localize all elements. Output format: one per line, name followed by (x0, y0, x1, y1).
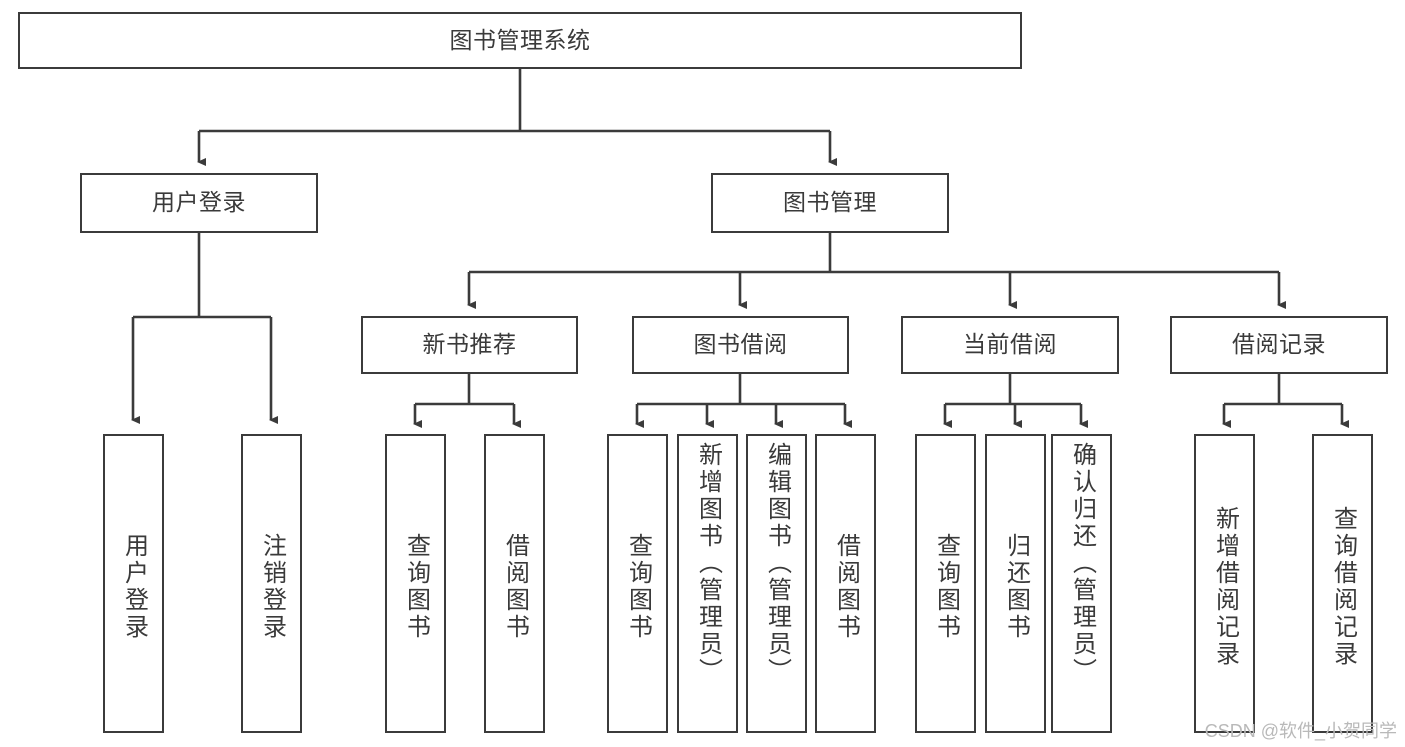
node-book-management[interactable]: 图书管理 (711, 173, 949, 233)
node-label: 图书借阅 (693, 331, 788, 358)
node-label: 查询借阅记录 (1329, 505, 1357, 668)
csdn-watermark: CSDN @软件_小贺同学 (1204, 721, 1397, 741)
node-label: 确认归还（管理员） (1068, 442, 1096, 685)
node-label: 新增图书（管理员） (694, 442, 722, 685)
node-book-management-system[interactable]: 图书管理系统 (18, 12, 1022, 69)
node-label: 借阅图书 (501, 532, 529, 641)
node-leaf-query-book-current[interactable]: 查询图书 (915, 434, 976, 733)
node-label: 注销登录 (258, 532, 286, 641)
node-label: 查询图书 (624, 532, 652, 641)
node-label: 新书推荐 (422, 331, 517, 358)
node-label: 图书管理 (783, 189, 877, 216)
node-borrow-record[interactable]: 借阅记录 (1170, 316, 1388, 374)
node-leaf-edit-book-admin[interactable]: 编辑图书（管理员） (746, 434, 807, 733)
node-leaf-borrow-book[interactable]: 借阅图书 (815, 434, 876, 733)
node-leaf-borrow-book-recommend[interactable]: 借阅图书 (484, 434, 545, 733)
node-leaf-user-login[interactable]: 用户登录 (103, 434, 164, 733)
node-label: 用户登录 (152, 189, 246, 216)
node-label: 查询图书 (402, 532, 430, 641)
node-leaf-confirm-return-admin[interactable]: 确认归还（管理员） (1051, 434, 1112, 733)
node-label: 借阅图书 (832, 532, 860, 641)
node-new-book-recommend[interactable]: 新书推荐 (361, 316, 578, 374)
node-leaf-query-borrow-record[interactable]: 查询借阅记录 (1312, 434, 1373, 733)
node-leaf-return-book[interactable]: 归还图书 (985, 434, 1046, 733)
node-label: 查询图书 (932, 532, 960, 641)
node-current-borrow[interactable]: 当前借阅 (901, 316, 1119, 374)
node-leaf-add-borrow-record[interactable]: 新增借阅记录 (1194, 434, 1255, 733)
node-label: 新增借阅记录 (1211, 505, 1239, 668)
node-label: 用户登录 (120, 532, 148, 641)
node-label: 编辑图书（管理员） (763, 442, 791, 685)
node-leaf-query-book-recommend[interactable]: 查询图书 (385, 434, 446, 733)
node-label: 图书管理系统 (449, 26, 591, 53)
node-label: 借阅记录 (1232, 331, 1326, 358)
node-leaf-add-book-admin[interactable]: 新增图书（管理员） (677, 434, 738, 733)
node-user-login[interactable]: 用户登录 (80, 173, 318, 233)
node-leaf-logout[interactable]: 注销登录 (241, 434, 302, 733)
node-book-borrow[interactable]: 图书借阅 (632, 316, 849, 374)
node-label: 归还图书 (1002, 532, 1030, 641)
node-leaf-query-book-borrow[interactable]: 查询图书 (607, 434, 668, 733)
node-label: 当前借阅 (963, 331, 1057, 358)
